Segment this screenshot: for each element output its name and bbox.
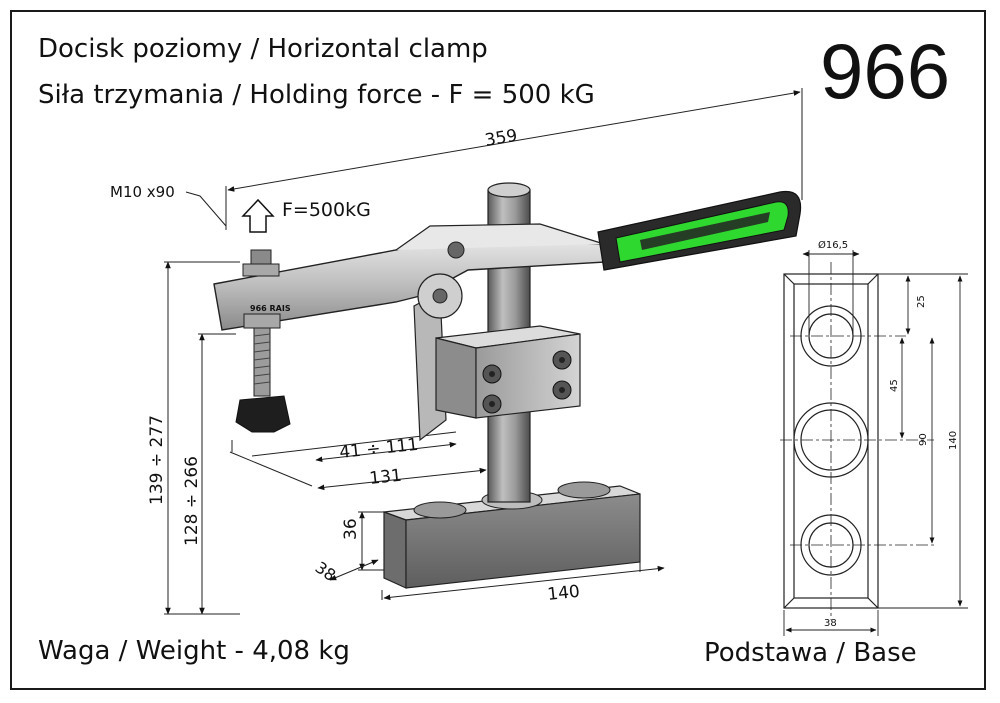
arm-marking: 966 RAIS (250, 304, 291, 313)
base-dim-38: 38 (824, 618, 837, 629)
clamp-arm: 966 RAIS (213, 223, 607, 331)
base-dim-25: 25 (916, 295, 927, 308)
base-dim-hole-diameter: Ø16,5 (818, 239, 848, 251)
dim-height-inner: 128 ÷ 266 (182, 456, 202, 546)
rod-clamp-block (435, 325, 581, 419)
clamp-handle (597, 190, 802, 271)
base-dim-45: 45 (889, 379, 900, 392)
clamp-base (383, 481, 641, 589)
dim-overall-length: 359 (483, 126, 518, 151)
base-dimension-lines (783, 250, 968, 636)
dim-base-length: 140 (546, 582, 580, 605)
dim-base-height: 36 (341, 518, 361, 540)
dim-force: F=500kG (282, 199, 371, 221)
title-line-1: Docisk poziomy / Horizontal clamp (38, 34, 488, 64)
dim-reach-total: 131 (368, 466, 402, 489)
clamp-spindle (235, 249, 291, 433)
clamp-assembly: 966 RAIS (213, 182, 802, 589)
dim-reach: 41 ÷ 111 (338, 435, 419, 463)
base-label: Podstawa / Base (704, 638, 917, 668)
base-dim-90: 90 (918, 433, 929, 446)
base-dim-140: 140 (948, 431, 959, 450)
dim-base-depth: 38 (312, 558, 340, 585)
force-arrow-icon (241, 198, 275, 233)
weight-label: Waga / Weight - 4,08 kg (38, 636, 350, 666)
base-plan-view (780, 262, 934, 620)
model-number: 966 (820, 27, 951, 115)
dim-screw: M10 x90 (110, 183, 175, 201)
dim-height-outer: 139 ÷ 277 (147, 415, 167, 505)
